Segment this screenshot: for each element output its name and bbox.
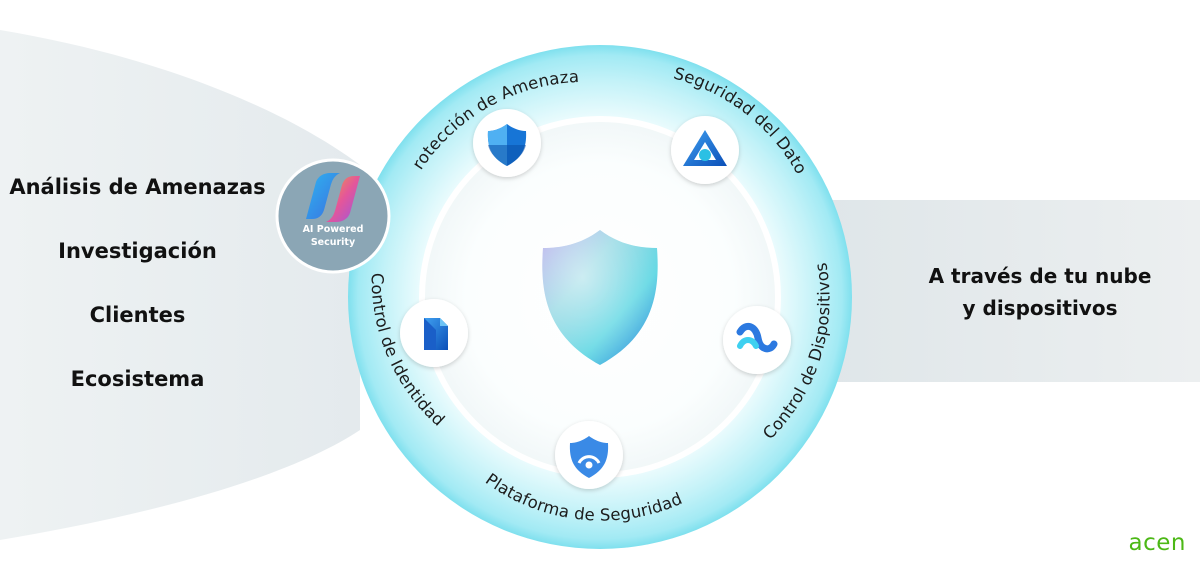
list-item-investigation: Investigación [58,239,217,263]
capabilities-list: Análisis de Amenazas Investigación Clien… [0,170,275,426]
intune-icon [736,322,778,353]
node-platform[interactable] [555,421,623,489]
defender-shield-icon [487,124,527,166]
purview-icon [683,130,727,166]
coverage-text: A través de tu nube y dispositivos [880,260,1200,324]
list-item-clients: Clientes [89,303,186,327]
coverage-line1: A través de tu nube [928,264,1152,288]
center-shield-icon [542,230,658,365]
coverage-line2: y dispositivos [962,296,1118,320]
right-band [820,200,1200,382]
badge-line2: Security [311,237,356,248]
left-band [0,30,360,540]
node-identity[interactable] [400,299,468,367]
list-item-threat-analysis: Análisis de Amenazas [9,175,266,199]
node-devices[interactable] [723,306,791,374]
list-item-ecosystem: Ecosistema [70,367,205,391]
node-threat[interactable] [473,109,541,177]
badge-line1: AI Powered [303,224,364,235]
acen-logo: acen [1128,530,1186,556]
entra-identity-icon [424,318,448,350]
security-platform-icon [569,436,609,478]
ai-powered-badge[interactable]: AI Powered Security [275,158,391,274]
copilot-icon [306,173,360,222]
node-data[interactable] [671,116,739,184]
